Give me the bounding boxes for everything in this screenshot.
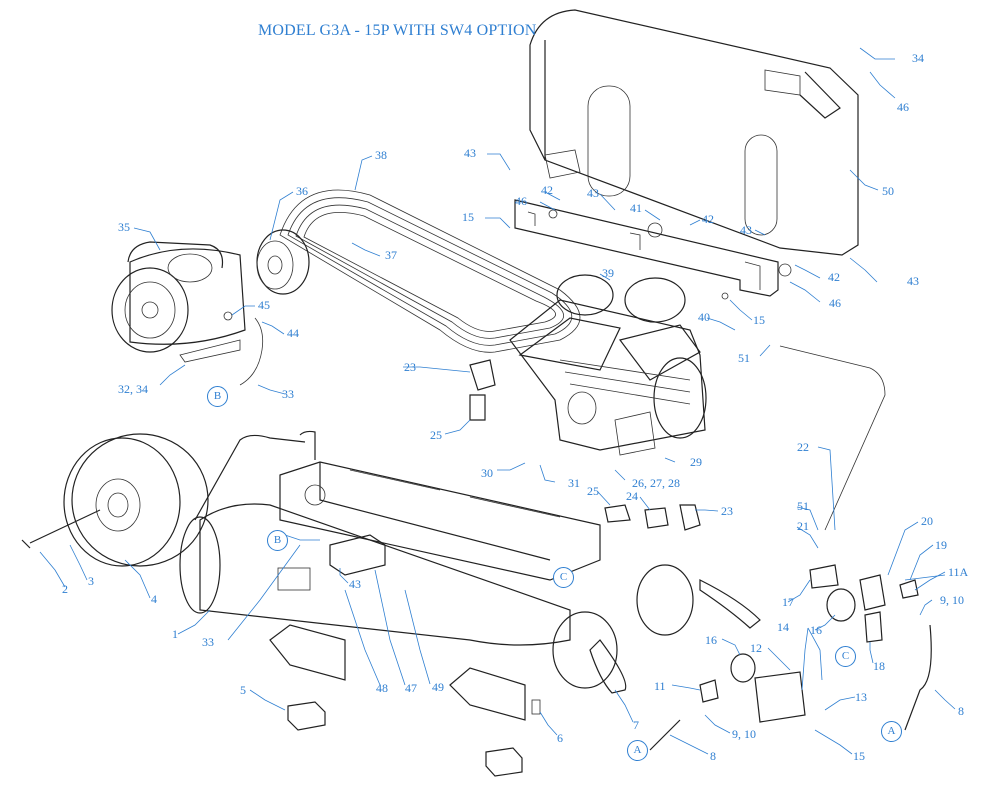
callout-33: 33	[282, 387, 294, 401]
callout-41: 41	[630, 201, 642, 215]
callout-30: 30	[481, 466, 493, 480]
tank-handle	[589, 639, 627, 694]
callout-36: 36	[296, 184, 308, 198]
callout-42: 42	[541, 183, 553, 197]
callout-21: 21	[797, 519, 809, 533]
callout-8: 8	[958, 704, 964, 718]
callout-22: 22	[797, 440, 809, 454]
callout-12: 12	[750, 641, 762, 655]
callout-48: 48	[376, 681, 388, 695]
callout-23: 23	[721, 504, 733, 518]
v-belt	[279, 189, 581, 353]
callout-35: 35	[118, 220, 130, 234]
callout-51: 51	[738, 351, 750, 365]
callout-3: 3	[88, 574, 94, 588]
belt-guard	[529, 9, 859, 256]
callout-6: 6	[557, 731, 563, 745]
callout-2: 2	[62, 582, 68, 596]
callout-43: 43	[907, 274, 919, 288]
callout-24: 24	[626, 489, 638, 503]
callout-20: 20	[921, 514, 933, 528]
callout-7: 7	[633, 718, 639, 732]
diagram-title: MODEL G3A - 15P WITH SW4 OPTION	[258, 22, 537, 39]
callout-43: 43	[740, 223, 752, 237]
callout-43: 43	[349, 577, 361, 591]
motor-platform	[279, 461, 601, 581]
hose-left	[649, 719, 681, 751]
callout-11A: 11A	[948, 565, 969, 579]
callout-43: 43	[587, 186, 599, 200]
callout-47: 47	[405, 681, 417, 695]
callout-16: 16	[810, 623, 822, 637]
callout-29: 29	[690, 455, 702, 469]
callout-39: 39	[602, 266, 614, 280]
connector-b-motor: B	[207, 386, 228, 407]
drain-valve	[531, 699, 541, 715]
guard-bracket	[514, 199, 792, 300]
hose-right	[904, 624, 932, 731]
callout-14: 14	[777, 620, 789, 634]
fittings-23-24-25	[469, 359, 701, 531]
callout-46: 46	[829, 296, 841, 310]
callout-9-10: 9, 10	[732, 727, 756, 741]
callout-40: 40	[698, 310, 710, 324]
pressure-switch	[277, 534, 386, 591]
callout-34: 34	[912, 51, 924, 65]
callout-1: 1	[172, 627, 178, 641]
callout-26-27-28: 26, 27, 28	[632, 476, 680, 490]
air-line-22	[779, 345, 886, 531]
callout-49: 49	[432, 680, 444, 694]
callout-15: 15	[853, 749, 865, 763]
left-wheel	[21, 433, 209, 567]
callout-38: 38	[375, 148, 387, 162]
tank-foot-front	[269, 624, 346, 681]
callout-5: 5	[240, 683, 246, 697]
callout-4: 4	[151, 592, 157, 606]
callout-25: 25	[430, 428, 442, 442]
callout-16: 16	[705, 633, 717, 647]
leader-lines	[39, 47, 956, 755]
connector-b-switch: B	[267, 530, 288, 551]
air-tank	[179, 430, 694, 689]
callout-25: 25	[587, 484, 599, 498]
connector-c-manifold: C	[835, 646, 856, 667]
motor-pulley	[256, 229, 310, 295]
callout-46: 46	[515, 194, 527, 208]
callout-11: 11	[654, 679, 666, 693]
callout-37: 37	[385, 248, 397, 262]
callout-50: 50	[882, 184, 894, 198]
callout-33: 33	[202, 635, 214, 649]
rubber-foot-2	[485, 747, 523, 777]
connector-c-tank: C	[553, 567, 574, 588]
callout-13: 13	[855, 690, 867, 704]
callout-17: 17	[782, 595, 794, 609]
tank-foot-rear	[449, 667, 526, 721]
callout-43: 43	[464, 146, 476, 160]
regulator-assembly	[699, 564, 919, 723]
connector-a-left: A	[627, 740, 648, 761]
callout-15: 15	[462, 210, 474, 224]
callout-46: 46	[897, 100, 909, 114]
callout-9-10: 9, 10	[940, 593, 964, 607]
callout-45: 45	[258, 298, 270, 312]
callout-15: 15	[753, 313, 765, 327]
callout-42: 42	[828, 270, 840, 284]
callout-51: 51	[797, 499, 809, 513]
motor-cord	[239, 317, 264, 386]
electric-motor	[111, 241, 246, 363]
compressor-pump	[509, 274, 707, 456]
callout-44: 44	[287, 326, 299, 340]
callout-32-34: 32, 34	[118, 382, 148, 396]
rear-handle	[699, 579, 761, 629]
callout-23: 23	[404, 360, 416, 374]
rubber-foot-5	[287, 701, 326, 731]
callout-42: 42	[702, 212, 714, 226]
callout-18: 18	[873, 659, 885, 673]
callout-31: 31	[568, 476, 580, 490]
connector-a-right: A	[881, 721, 902, 742]
callout-8: 8	[710, 749, 716, 763]
callout-19: 19	[935, 538, 947, 552]
